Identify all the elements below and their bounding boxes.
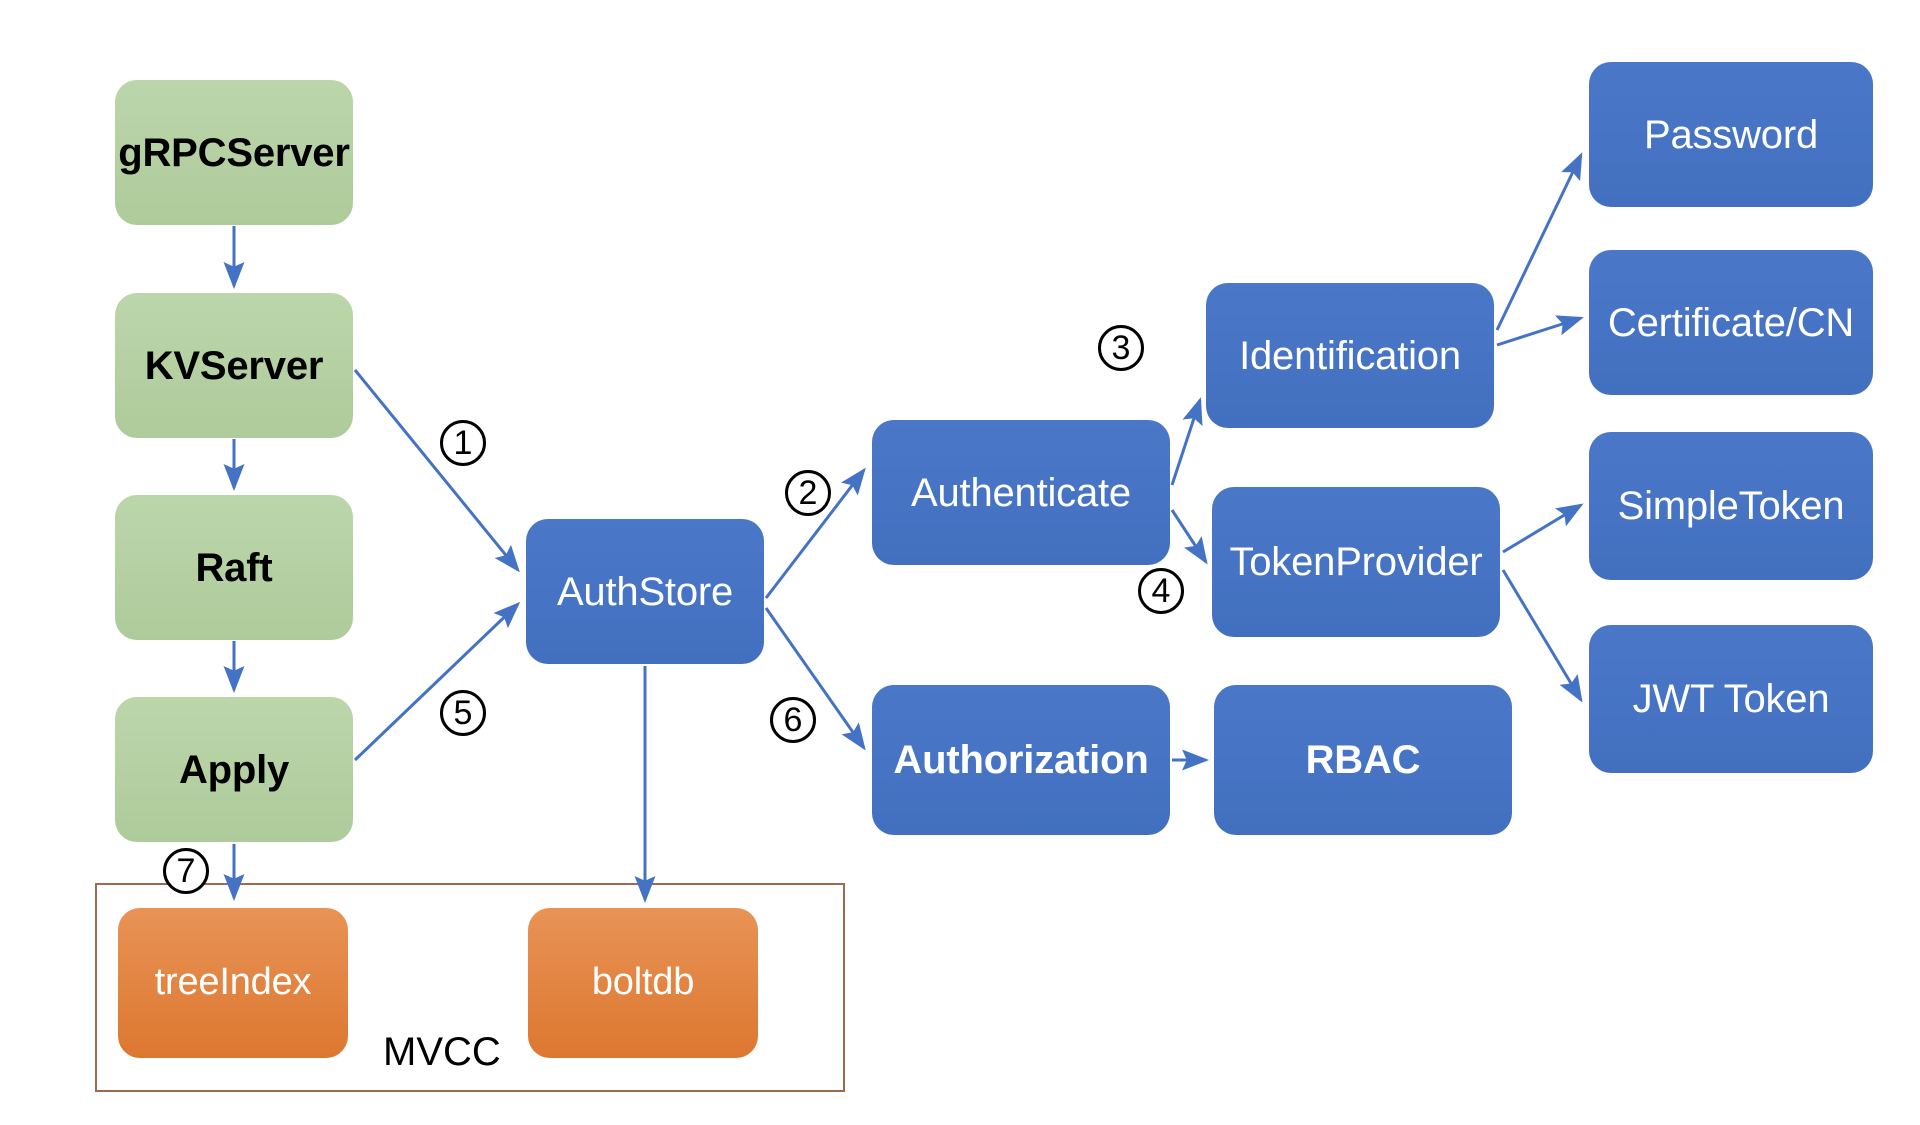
edge-tokenprovider-to-simpletoken [1502,503,1584,554]
node-label: JWT Token [1632,677,1830,721]
node-label: Apply [178,747,290,792]
edge-identification-to-certificate [1496,315,1584,347]
node-label: treeIndex [154,961,312,1004]
step-badge-1: 1 [440,420,486,466]
step-badge-4: 4 [1138,568,1184,614]
node-label: Raft [195,545,273,590]
node-label: Authenticate [911,470,1131,515]
node-label: Password [1643,112,1819,157]
step-badge-3: 3 [1098,325,1144,371]
node-rbac[interactable]: RBAC [1214,685,1512,835]
node-label: TokenProvider [1229,540,1483,584]
node-jwttoken[interactable]: JWT Token [1589,625,1873,773]
node-authstore[interactable]: AuthStore [526,519,764,664]
edge-apply-to-authstore [353,601,521,762]
node-tokenprovider[interactable]: TokenProvider [1212,487,1500,637]
edge-authenticate-to-identification [1170,397,1203,486]
step-badge-7: 7 [163,848,209,894]
node-label: boltdb [591,961,695,1004]
node-password[interactable]: Password [1589,62,1873,207]
node-treeindex[interactable]: treeIndex [118,908,348,1058]
node-boltdb[interactable]: boltdb [528,908,758,1058]
node-label: AuthStore [556,569,734,614]
step-badge-6: 6 [770,697,816,743]
node-raft[interactable]: Raft [115,495,353,640]
node-label: Identification [1239,333,1461,378]
node-label: Certificate/CN [1607,300,1855,345]
node-simpletoken[interactable]: SimpleToken [1589,432,1873,580]
node-authenticate[interactable]: Authenticate [872,420,1170,565]
edge-identification-to-password [1495,152,1583,331]
node-grpcserver[interactable]: gRPCServer [115,80,353,225]
node-identification[interactable]: Identification [1206,283,1494,428]
edge-tokenprovider-to-jwttoken [1501,569,1583,703]
node-label: gRPCServer [118,130,350,175]
mvcc-group-label: MVCC [383,1030,501,1074]
edge-authenticate-to-tokenprovider [1170,509,1208,565]
node-certificate[interactable]: Certificate/CN [1589,250,1873,395]
node-label: RBAC [1305,738,1421,782]
node-label: KVServer [144,343,324,388]
node-label: Authorization [893,738,1149,782]
node-kvserver[interactable]: KVServer [115,293,353,438]
node-apply[interactable]: Apply [115,697,353,842]
edge-kvserver-to-authstore [353,369,520,573]
step-badge-5: 5 [440,690,486,736]
node-authorization[interactable]: Authorization [872,685,1170,835]
step-badge-2: 2 [785,470,831,516]
mvcc-group-box [95,883,845,1092]
node-label: SimpleToken [1617,484,1845,528]
